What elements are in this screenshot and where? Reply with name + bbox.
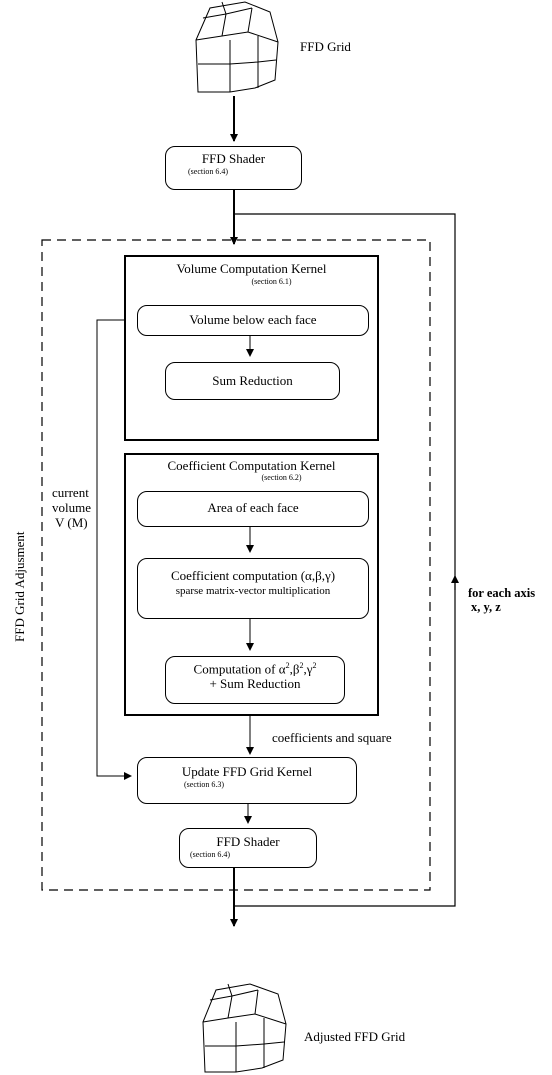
ffd-shader-bottom-section: (section 6.4) (190, 849, 230, 859)
comma-2: , (303, 661, 307, 677)
alpha-sup: 2 (285, 661, 290, 670)
square-sum-box: Computation of α2,β2,γ2 + Sum Reduction (165, 656, 345, 704)
current-volume-line2: volume (52, 499, 91, 515)
gamma-symbol: γ (306, 661, 313, 677)
update-kernel-section: (section 6.3) (184, 779, 224, 789)
ffd-shader-top-title: FFD Shader (201, 151, 266, 166)
comma-1: , (289, 661, 293, 677)
volume-below-face-box: Volume below each face (137, 305, 369, 336)
beta-symbol: β (292, 661, 300, 677)
ffd-shader-bottom-box: FFD Shader (section 6.4) (179, 828, 317, 868)
current-volume-path (96, 319, 132, 780)
volume-kernel-section: (section 6.1) (251, 277, 292, 286)
coefficient-kernel-section: (section 6.2) (261, 473, 302, 482)
ffd-shader-top-section: (section 6.4) (188, 166, 228, 176)
area-face-box: Area of each face (137, 491, 369, 527)
gamma-sup: 2 (312, 661, 317, 670)
alpha-symbol: α (278, 661, 286, 677)
adjustment-region-label: FFD Grid Adjusment (12, 531, 27, 642)
loop-label: for each axis x, y, z (468, 586, 535, 615)
coefficient-computation-sub: sparse matrix-vector multiplication (175, 584, 331, 597)
square-sum-label: + Sum Reduction (209, 676, 301, 692)
volume-kernel-title: Volume Computation Kernel (176, 261, 327, 276)
square-computation-label: Computation of α2,β2,γ2 (166, 661, 344, 677)
current-volume-line3: V (M) (55, 514, 88, 530)
volume-below-face-label: Volume below each face (189, 312, 317, 327)
top-grid-label: FFD Grid (300, 39, 351, 54)
ffd-grid-top-icon (195, 1, 279, 93)
update-kernel-title: Update FFD Grid Kernel (181, 764, 313, 779)
beta-sup: 2 (299, 661, 304, 670)
square-prefix: Computation of (193, 661, 279, 677)
update-kernel-box: Update FFD Grid Kernel (section 6.3) (137, 757, 357, 804)
axis-loop-return (234, 213, 456, 580)
current-volume-line1: current (52, 485, 89, 500)
axis-loop-path (234, 580, 456, 907)
coefficient-kernel-title: Coefficient Computation Kernel (167, 458, 336, 473)
sum-reduction-label: Sum Reduction (212, 373, 293, 388)
bottom-grid-label: Adjusted FFD Grid (304, 1029, 406, 1044)
adjustment-region-border (41, 239, 431, 891)
sum-reduction-box: Sum Reduction (165, 362, 340, 400)
ffd-grid-bottom-icon (202, 983, 287, 1073)
coefficient-computation-box: Coefficient computation (α,β,γ) sparse m… (137, 558, 369, 619)
coefficient-kernel-box: Coefficient Computation Kernel (section … (124, 453, 379, 716)
current-volume-label: current volume V (M) (52, 485, 91, 531)
loop-label-line2: x, y, z (471, 600, 501, 615)
volume-kernel-box: Volume Computation Kernel (section 6.1) (124, 255, 379, 441)
coefficient-computation-label: Coefficient computation (α,β,γ) (170, 568, 336, 583)
area-face-label: Area of each face (207, 500, 299, 515)
ffd-shader-top-box: FFD Shader (section 6.4) (165, 146, 302, 190)
ffd-shader-bottom-title: FFD Shader (216, 834, 280, 849)
loop-label-line1: for each axis (468, 586, 536, 600)
coefficients-square-label: coefficients and square (272, 730, 392, 745)
